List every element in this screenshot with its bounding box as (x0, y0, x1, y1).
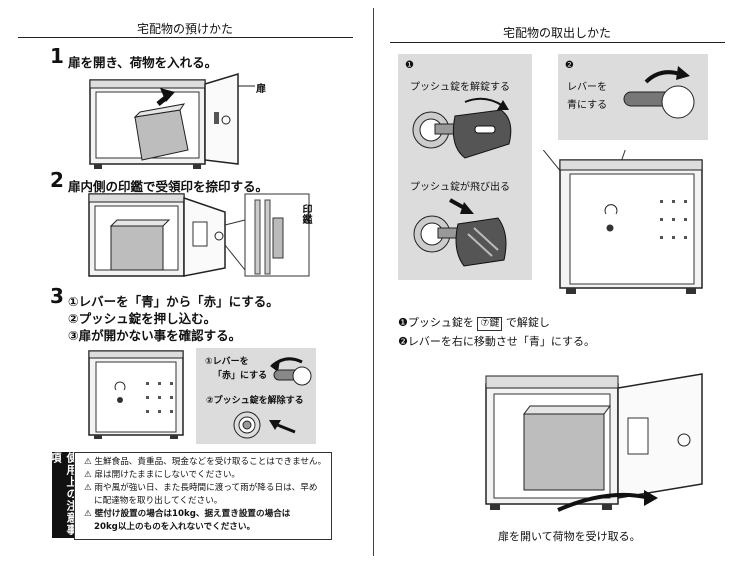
instruction-1-post: で解錠し (505, 316, 550, 329)
caution-item-3b: に配達物を取り出してください。 (94, 496, 223, 506)
right-section-title: 宅配物の取出しかた (502, 26, 611, 40)
left-section-title: 宅配物の預けかた (136, 22, 233, 36)
key-reference: ⑦鍵 (477, 317, 503, 331)
unlock-panel-number: ❶ (405, 60, 414, 71)
inset-push-label: ②プッシュ錠を解除する (206, 396, 304, 406)
key-popout-icon (413, 198, 507, 267)
step-3-number: 3 (50, 284, 64, 308)
inset-lever-icon (270, 357, 312, 386)
popout-label: プッシュ錠が飛び出る (410, 182, 510, 193)
left-title-rule (18, 37, 353, 38)
bottom-caption: 扉を開いて荷物を受け取る。 (498, 530, 641, 543)
column-divider (373, 8, 374, 556)
lever-label-1: レバーを (567, 82, 607, 93)
caution-item-4b: 20kg以上のものを入れないでください。 (94, 522, 256, 532)
step-1-illustration (89, 72, 255, 169)
instruction-line-1: ❶プッシュ錠を ⑦鍵 で解錠し (398, 314, 550, 331)
step-2-text: 扉内側の印鑑で受領印を捺印する。 (68, 179, 269, 194)
right-title-rule (390, 42, 725, 43)
lever-label-2: 青にする (567, 100, 608, 111)
inset-push-icon (233, 411, 296, 439)
step-2-illustration (88, 193, 310, 277)
step-1-text: 扉を開き、荷物を入れる。 (68, 55, 218, 70)
stamp-callout: 印鑑 (300, 204, 311, 224)
lever-icon (623, 66, 695, 119)
inset-lever-line-2: 「赤」にする (213, 371, 268, 381)
open-cabinet-illustration (485, 373, 703, 512)
step-3-line-1: ①レバーを「青」から「赤」にする。 (68, 294, 279, 309)
step-2-number: 2 (50, 168, 64, 192)
caution-label: 使用上の注意事項 (49, 452, 78, 538)
caution-box (74, 452, 332, 540)
unlock-label: プッシュ錠を解錠する (410, 82, 510, 93)
instruction-1-pre: ❶プッシュ錠を (398, 316, 474, 329)
step-1-number: 1 (50, 44, 64, 68)
step-3-cabinet (88, 350, 184, 439)
caution-item-2: ⚠ 扉は開けたままにしないでください。 (84, 470, 241, 480)
step-3-line-2: ②プッシュ錠を押し込む。 (68, 311, 217, 326)
caution-item-3: ⚠ 雨や風が強い日、また長時間に渡って雨が降る日は、早め (84, 483, 318, 493)
key-unlock-icon (412, 97, 512, 159)
lever-panel-number: ❷ (565, 60, 574, 71)
inset-lever-line-1: ①レバーを (205, 357, 249, 367)
caution-item-1: ⚠ 生鮮食品、貴重品、現金などを受け取ることはできません。 (84, 457, 327, 467)
caution-list: ⚠ 生鮮食品、貴重品、現金などを受け取ることはできません。 ⚠ 扉は開けたままに… (84, 456, 326, 534)
locked-cabinet-illustration (542, 150, 703, 294)
door-callout: 扉 (256, 84, 266, 95)
instruction-line-2: ❷レバーを右に移動させ「青」にする。 (398, 335, 595, 348)
caution-item-4: ⚠ 壁付け設置の場合は10kg、据え置き設置の場合は (84, 509, 291, 519)
step-3-line-3: ③扉が開かない事を確認する。 (68, 328, 242, 343)
